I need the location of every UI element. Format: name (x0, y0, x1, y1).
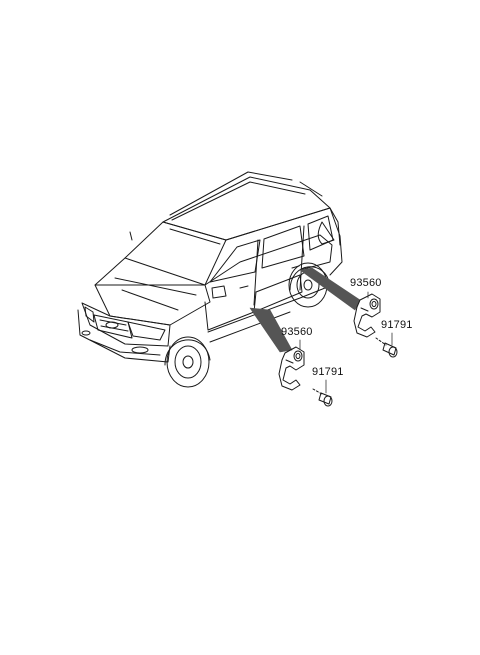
suv-vehicle-icon (77, 171, 343, 388)
leader-lines (299, 291, 393, 394)
door-switch-icon (353, 293, 381, 338)
callout-pointer-front (249, 307, 293, 353)
part-number-label: 93560 (350, 277, 382, 289)
part-number-label: 91791 (381, 319, 413, 331)
screw-icon (375, 337, 398, 358)
part-number-label: 91791 (312, 366, 344, 378)
door-switch-icon (278, 346, 305, 391)
part-number-label: 93560 (281, 326, 313, 338)
screw-icon (312, 388, 333, 407)
